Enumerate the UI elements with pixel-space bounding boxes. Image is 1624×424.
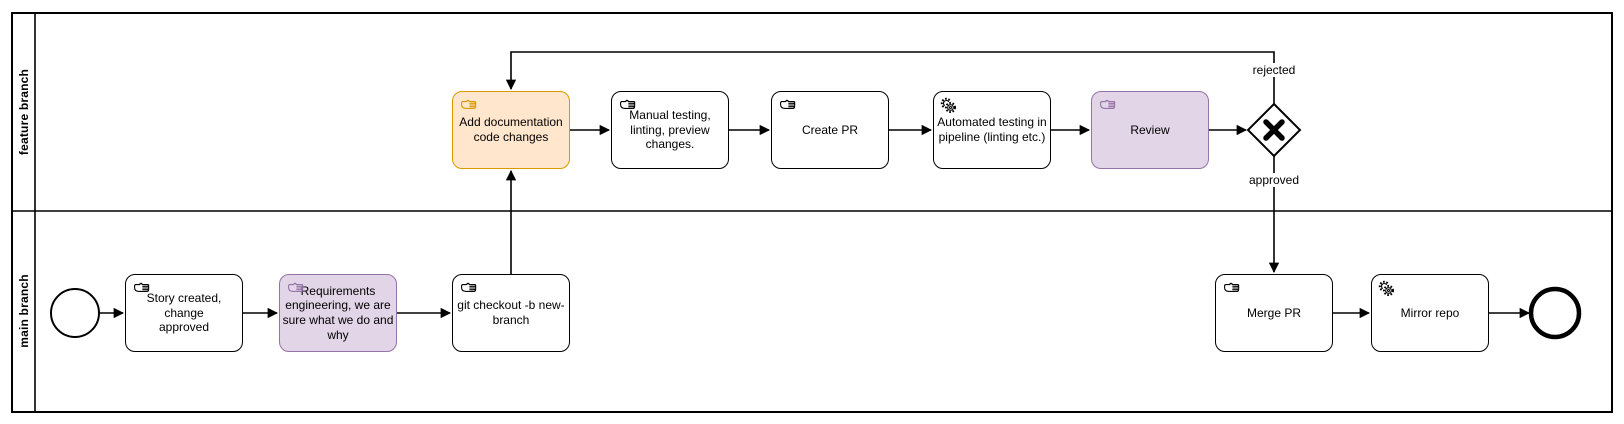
- task-label: Manual testing, linting, preview changes…: [629, 108, 711, 152]
- task-label: Merge PR: [1246, 305, 1302, 320]
- lane-label-main-branch[interactable]: main branch: [17, 274, 31, 348]
- manual-task-icon: [461, 99, 477, 109]
- task-story-created[interactable]: Story created, change approved: [125, 274, 243, 352]
- manual-task-icon: [780, 99, 796, 109]
- service-task-icon: [1378, 280, 1395, 297]
- manual-task-icon: [620, 99, 636, 109]
- task-label: git checkout -b new- branch: [457, 298, 565, 327]
- manual-task-icon: [461, 282, 477, 292]
- task-label: Story created, change approved: [146, 291, 222, 335]
- gateway-x-icon: [1263, 119, 1285, 141]
- task-create-pr[interactable]: Create PR: [771, 91, 889, 169]
- task-manual-testing[interactable]: Manual testing, linting, preview changes…: [611, 91, 729, 169]
- exclusive-gateway[interactable]: [1246, 102, 1302, 158]
- task-git-checkout[interactable]: git checkout -b new- branch: [452, 274, 570, 352]
- task-mirror-repo[interactable]: Mirror repo: [1371, 274, 1489, 352]
- manual-task-icon: [1100, 99, 1116, 109]
- task-label: Automated testing in pipeline (linting e…: [937, 115, 1047, 144]
- task-label: Create PR: [801, 122, 859, 137]
- task-review[interactable]: Review: [1091, 91, 1209, 169]
- gateway-label-approved: approved: [1245, 173, 1303, 187]
- task-add-documentation[interactable]: Add documentation code changes: [452, 91, 570, 169]
- pool-border: [11, 12, 1613, 413]
- task-label: Mirror repo: [1400, 305, 1460, 320]
- task-label: Review: [1130, 122, 1170, 137]
- flow-rejected-back-to-add-docs: [505, 51, 1275, 104]
- manual-task-icon: [1224, 282, 1240, 292]
- service-task-icon: [940, 97, 957, 114]
- start-event[interactable]: [50, 288, 100, 338]
- end-event[interactable]: [1528, 286, 1582, 340]
- task-requirements-engineering[interactable]: Requirements engineering, we are sure wh…: [279, 274, 397, 352]
- task-label: Requirements engineering, we are sure wh…: [282, 283, 394, 342]
- task-label: Add documentation code changes: [459, 115, 563, 144]
- gateway-label-rejected: rejected: [1249, 63, 1299, 77]
- manual-task-icon: [288, 282, 304, 292]
- task-automated-testing[interactable]: Automated testing in pipeline (linting e…: [933, 91, 1051, 169]
- manual-task-icon: [134, 282, 150, 292]
- task-merge-pr[interactable]: Merge PR: [1215, 274, 1333, 352]
- lane-label-feature-branch[interactable]: feature branch: [17, 68, 31, 156]
